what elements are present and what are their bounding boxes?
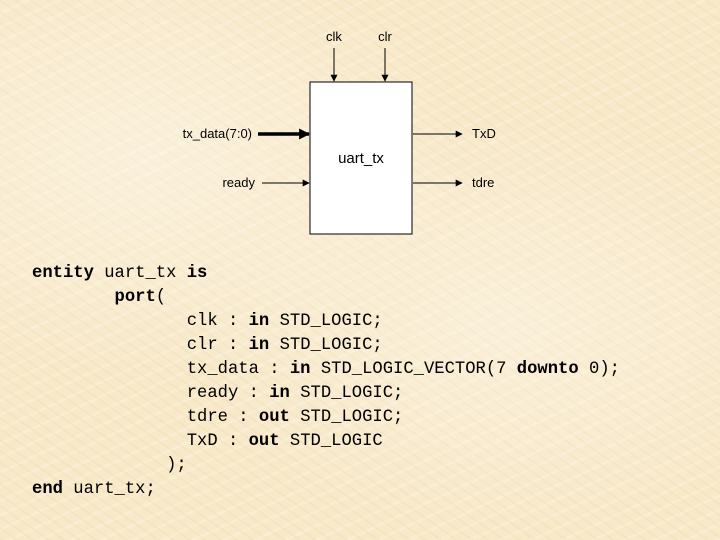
code-line: ready : in STD_LOGIC; xyxy=(32,382,620,406)
code-text: uart_tx; xyxy=(62,480,156,499)
code-text: STD_LOGIC; xyxy=(269,312,383,331)
code-keyword: entity xyxy=(32,264,94,283)
code-keyword: in xyxy=(289,360,311,379)
code-text: ( xyxy=(155,288,167,307)
code-line: clr : in STD_LOGIC; xyxy=(32,334,620,358)
code-text: uart_tx xyxy=(93,264,187,283)
port-label-txd: TxD xyxy=(472,126,496,141)
code-keyword: in xyxy=(248,336,270,355)
code-text: ); xyxy=(32,456,187,475)
code-line: TxD : out STD_LOGIC xyxy=(32,430,620,454)
code-text: STD_LOGIC; xyxy=(289,408,404,427)
code-keyword: port xyxy=(114,288,156,307)
code-text: ready : xyxy=(32,384,270,403)
code-line: ); xyxy=(32,454,620,478)
code-line: clk : in STD_LOGIC; xyxy=(32,310,620,334)
code-text: tdre : xyxy=(32,408,259,427)
code-keyword: in xyxy=(269,384,290,403)
block-diagram: uart_tx clk clr tx_data(7:0) ready TxD t… xyxy=(183,29,496,235)
port-label-clr: clr xyxy=(378,29,392,44)
code-keyword: out xyxy=(248,432,280,451)
port-label-clk: clk xyxy=(326,29,342,44)
port-label-ready: ready xyxy=(222,175,255,190)
vhdl-entity-code: entity uart_tx is port( clk : in STD_LOG… xyxy=(32,262,620,502)
code-keyword: in xyxy=(248,312,270,331)
uart-tx-block xyxy=(309,81,413,235)
code-text xyxy=(32,288,115,307)
code-text: STD_LOGIC; xyxy=(289,384,404,403)
code-text: STD_LOGIC xyxy=(279,432,383,451)
port-label-tx-data: tx_data(7:0) xyxy=(183,126,252,141)
code-text: clr : xyxy=(32,336,249,355)
code-text: STD_LOGIC_VECTOR(7 xyxy=(310,360,517,379)
code-text: tx_data : xyxy=(32,360,290,379)
code-text: 0); xyxy=(578,360,620,379)
code-line: tdre : out STD_LOGIC; xyxy=(32,406,620,430)
port-label-tdre: tdre xyxy=(472,175,494,190)
code-text: STD_LOGIC; xyxy=(269,336,383,355)
code-keyword: out xyxy=(258,408,290,427)
code-text: TxD : xyxy=(32,432,249,451)
code-text: clk : xyxy=(32,312,249,331)
code-line: tx_data : in STD_LOGIC_VECTOR(7 downto 0… xyxy=(32,358,620,382)
code-line: port( xyxy=(32,286,620,310)
code-keyword: is xyxy=(186,264,208,283)
block-name-label: uart_tx xyxy=(338,150,384,167)
code-line: entity uart_tx is xyxy=(32,262,620,286)
code-keyword: downto xyxy=(516,360,579,379)
code-line: end uart_tx; xyxy=(32,478,620,502)
code-keyword: end xyxy=(32,480,63,499)
